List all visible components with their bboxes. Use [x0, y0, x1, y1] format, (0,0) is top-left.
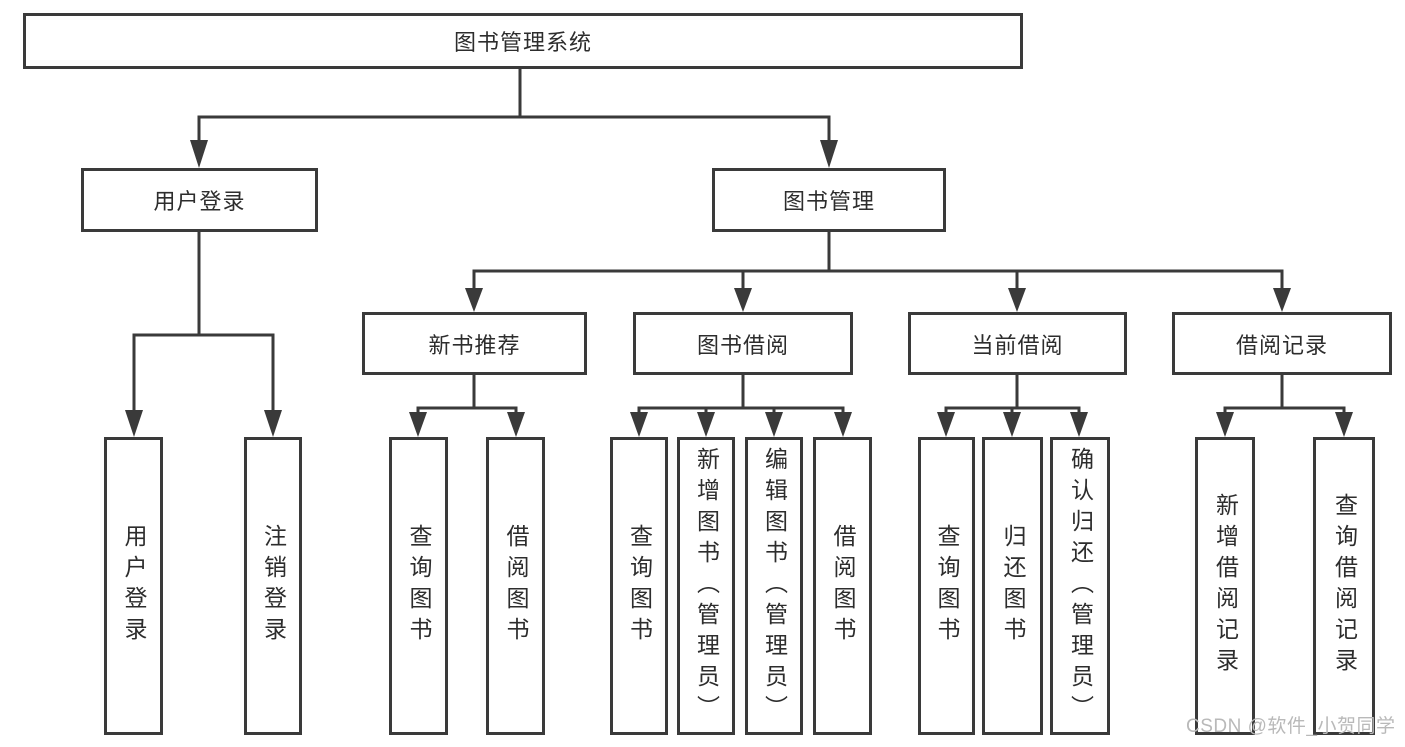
- arrowhead-icon: [1216, 412, 1234, 437]
- leaf-confirm-return-label: 确认归还（管理员）: [1067, 446, 1094, 726]
- leaf-add-book-label: 新增图书（管理员）: [693, 446, 720, 726]
- node-new-book-rec: 新书推荐: [362, 312, 587, 375]
- node-borrow-records: 借阅记录: [1172, 312, 1392, 375]
- leaf-add-record-label: 新增借阅记录: [1212, 493, 1239, 679]
- leaf-query-book-current: 查询图书: [918, 437, 975, 735]
- node-current-borrow-label: 当前借阅: [971, 332, 1064, 358]
- arrowhead-icon: [1273, 288, 1291, 312]
- leaf-query-book-borrow-label: 查询图书: [626, 524, 653, 648]
- leaf-query-book-borrow: 查询图书: [610, 437, 668, 735]
- arrowhead-icon: [190, 140, 208, 168]
- node-book-borrow: 图书借阅: [633, 312, 853, 375]
- leaf-return-book: 归还图书: [982, 437, 1043, 735]
- leaf-logout: 注销登录: [244, 437, 302, 735]
- leaf-confirm-return: 确认归还（管理员）: [1050, 437, 1110, 735]
- leaf-borrow-book-rec-label: 借阅图书: [503, 524, 529, 648]
- leaf-borrow-book-rec: 借阅图书: [486, 437, 545, 735]
- arrowhead-icon: [1070, 412, 1088, 437]
- node-root: 图书管理系统: [23, 13, 1023, 69]
- arrowhead-icon: [697, 412, 715, 437]
- arrowhead-icon: [507, 412, 525, 437]
- arrowhead-icon: [630, 412, 648, 437]
- leaf-logout-label: 注销登录: [260, 524, 287, 648]
- arrowhead-icon: [734, 288, 752, 312]
- arrowhead-icon: [834, 412, 852, 437]
- leaf-query-book-current-label: 查询图书: [934, 524, 960, 648]
- node-user-login: 用户登录: [81, 168, 318, 232]
- leaf-query-record-label: 查询借阅记录: [1331, 493, 1358, 679]
- arrowheads: [125, 140, 1353, 437]
- arrowhead-icon: [264, 410, 282, 437]
- leaf-user-login-label: 用户登录: [121, 524, 147, 648]
- arrowhead-icon: [937, 412, 955, 437]
- leaf-edit-book: 编辑图书（管理员）: [745, 437, 803, 735]
- arrowhead-icon: [409, 412, 427, 437]
- arrowhead-icon: [1008, 288, 1026, 312]
- leaf-edit-book-label: 编辑图书（管理员）: [761, 446, 788, 726]
- node-book-mgmt-label: 图书管理: [782, 189, 875, 214]
- node-user-login-label: 用户登录: [153, 189, 246, 214]
- arrowhead-icon: [765, 412, 783, 437]
- arrowhead-icon: [125, 410, 143, 437]
- leaf-return-book-label: 归还图书: [1000, 524, 1026, 648]
- leaf-query-book-rec: 查询图书: [389, 437, 448, 735]
- node-book-borrow-label: 图书借阅: [696, 332, 789, 358]
- leaf-query-record: 查询借阅记录: [1313, 437, 1375, 735]
- arrowhead-icon: [1003, 412, 1021, 437]
- node-book-mgmt: 图书管理: [712, 168, 946, 232]
- node-borrow-records-label: 借阅记录: [1235, 332, 1328, 358]
- leaf-add-record: 新增借阅记录: [1195, 437, 1255, 735]
- leaf-user-login: 用户登录: [104, 437, 163, 735]
- connector-paths: [132, 67, 1346, 415]
- node-current-borrow: 当前借阅: [908, 312, 1127, 375]
- csdn-watermark: CSDN @软件_小贺同学: [1186, 716, 1396, 737]
- arrowhead-icon: [465, 288, 483, 312]
- leaf-add-book: 新增图书（管理员）: [677, 437, 735, 735]
- arrowhead-icon: [820, 140, 838, 168]
- leaf-borrow-book-borrow-label: 借阅图书: [830, 524, 856, 648]
- node-root-label: 图书管理系统: [453, 30, 592, 55]
- leaf-borrow-book-borrow: 借阅图书: [813, 437, 872, 735]
- leaf-query-book-rec-label: 查询图书: [406, 524, 432, 648]
- arrowhead-icon: [1335, 412, 1353, 437]
- node-new-book-rec-label: 新书推荐: [428, 332, 521, 358]
